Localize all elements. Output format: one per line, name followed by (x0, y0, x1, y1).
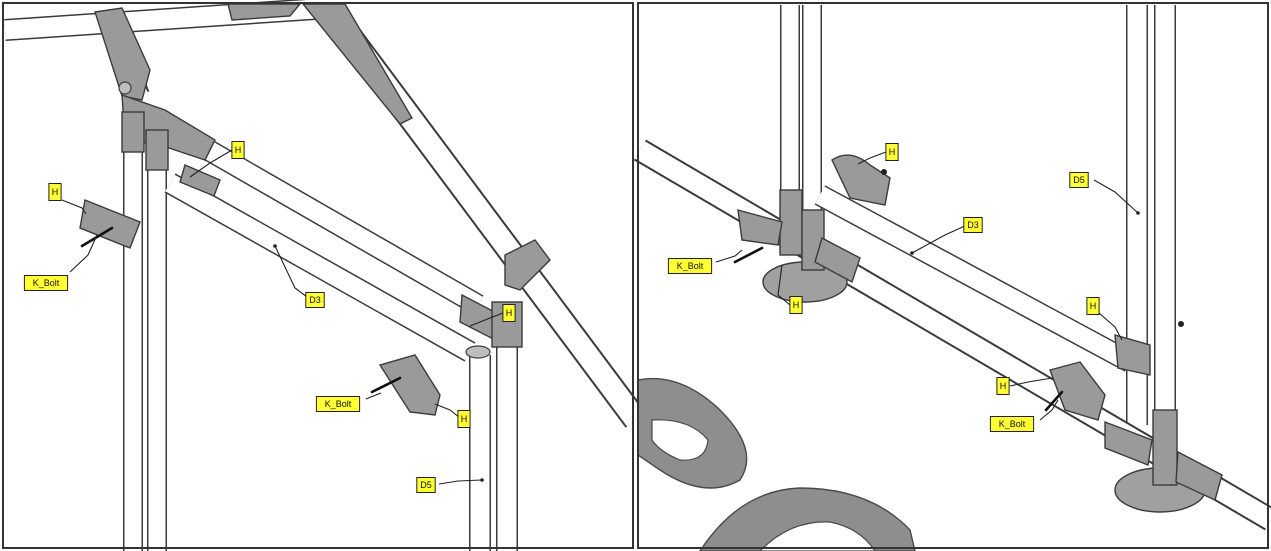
leader-lines (61, 149, 1140, 485)
label-tag: H (885, 143, 899, 161)
label-tag: K_Bolt (23, 275, 69, 291)
label-tag: H (502, 304, 516, 322)
label-tag: K_Bolt (667, 258, 713, 274)
label-tag: H (1086, 297, 1100, 315)
label-tag-box (231, 141, 245, 159)
label-tag-text: H (235, 145, 242, 155)
label-tag: D3 (305, 292, 325, 308)
left-panel-frame (2, 2, 634, 549)
label-tag-box (48, 183, 62, 201)
label-tag-box (963, 217, 983, 233)
label-tag: H (48, 183, 62, 201)
label-tag-box (789, 296, 803, 314)
label-tag-box (502, 304, 516, 322)
label-tag-text: H (1090, 301, 1097, 311)
label-tag-text: D5 (420, 480, 432, 490)
label-tag-text: D3 (309, 295, 321, 305)
right-floor-letters (637, 377, 916, 551)
right-panel (633, 5, 1271, 551)
label-tag: D5 (1069, 172, 1089, 188)
label-tag-box (1086, 297, 1100, 315)
label-tag-box (315, 396, 361, 412)
label-tag-box (305, 292, 325, 308)
label-tag-text: H (1000, 381, 1007, 391)
left-tubes (4, 0, 647, 551)
label-tag-box (667, 258, 713, 274)
label-tag-text: K_Bolt (677, 261, 704, 271)
left-connectors (79, 3, 551, 416)
label-tag-box (1069, 172, 1089, 188)
label-tag: K_Bolt (315, 396, 361, 412)
label-tag-text: H (52, 187, 59, 197)
right-connectors (737, 154, 1223, 513)
label-tag: H (231, 141, 245, 159)
label-tag: H (996, 377, 1010, 395)
label-tag-text: H (461, 414, 468, 424)
label-tag-box (996, 377, 1010, 395)
right-bolts (733, 169, 1184, 412)
label-tag-box (23, 275, 69, 291)
label-tag-box (885, 143, 899, 161)
label-tag: D5 (416, 477, 436, 493)
label-tag-box (416, 477, 436, 493)
label-tag-text: H (793, 300, 800, 310)
label-tag-text: K_Bolt (999, 419, 1026, 429)
left-bolts (80, 226, 402, 394)
label-tag-text: D3 (967, 220, 979, 230)
label-tag-box (989, 416, 1035, 432)
label-tag-text: D5 (1073, 175, 1085, 185)
label-tag-text: H (889, 147, 896, 157)
label-tag: H (789, 296, 803, 314)
label-tag: K_Bolt (989, 416, 1035, 432)
label-tag-text: K_Bolt (33, 278, 60, 288)
label-tag: H (457, 410, 471, 428)
label-tag: D3 (963, 217, 983, 233)
left-panel (4, 0, 647, 551)
label-tag-text: H (506, 308, 513, 318)
label-tag-box (457, 410, 471, 428)
label-tag-text: K_Bolt (325, 399, 352, 409)
right-panel-frame (637, 2, 1269, 549)
